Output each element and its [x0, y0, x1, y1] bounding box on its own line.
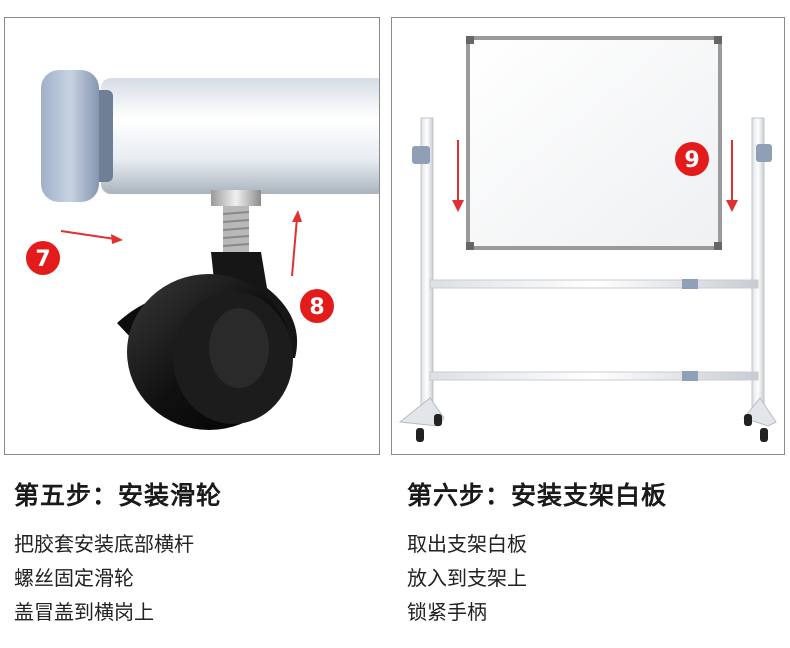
step-badge-9: 9	[675, 142, 709, 176]
arrow-icon	[60, 230, 123, 244]
instruction-line: 放入到支架上	[407, 566, 527, 590]
instruction-line: 锁紧手柄	[407, 600, 487, 624]
step-title-5: 第五步：安装滑轮	[14, 481, 223, 510]
crossbar-bottom	[429, 371, 759, 381]
step-instructions-5: 把胶套安装底部横杆 螺丝固定滑轮 盖冒盖到横岗上	[14, 527, 194, 629]
instruction-line: 把胶套安装底部横杆	[14, 532, 194, 556]
svg-text:8: 8	[309, 295, 324, 320]
arrow-icon	[726, 140, 738, 212]
caster-install-image: 7 8	[4, 17, 380, 455]
svg-text:9: 9	[684, 148, 699, 173]
instruction-line: 螺丝固定滑轮	[14, 566, 134, 590]
right-handle	[756, 144, 772, 162]
svg-text:7: 7	[35, 247, 50, 272]
instruction-line: 取出支架白板	[407, 532, 527, 556]
arrow-icon	[452, 140, 464, 212]
step-badge-8: 8	[300, 289, 334, 323]
step-instructions-6: 取出支架白板 放入到支架上 锁紧手柄	[407, 527, 527, 629]
arrow-icon	[291, 210, 302, 277]
horizontal-tube	[101, 78, 379, 194]
hex-nut	[211, 190, 261, 206]
left-foot	[398, 397, 445, 427]
end-cap	[41, 70, 99, 202]
left-handle	[412, 146, 430, 164]
whiteboard	[466, 36, 722, 250]
step-badge-7: 7	[26, 241, 60, 275]
caster-wheel-illustration: 7 8	[26, 70, 379, 430]
whiteboard-stand-illustration: 9	[398, 36, 777, 442]
whiteboard-stand-image: 9	[391, 17, 785, 455]
instruction-line: 盖冒盖到横岗上	[14, 600, 154, 624]
crossbar-top	[429, 279, 759, 289]
step-title-6: 第六步：安装支架白板	[407, 481, 668, 510]
